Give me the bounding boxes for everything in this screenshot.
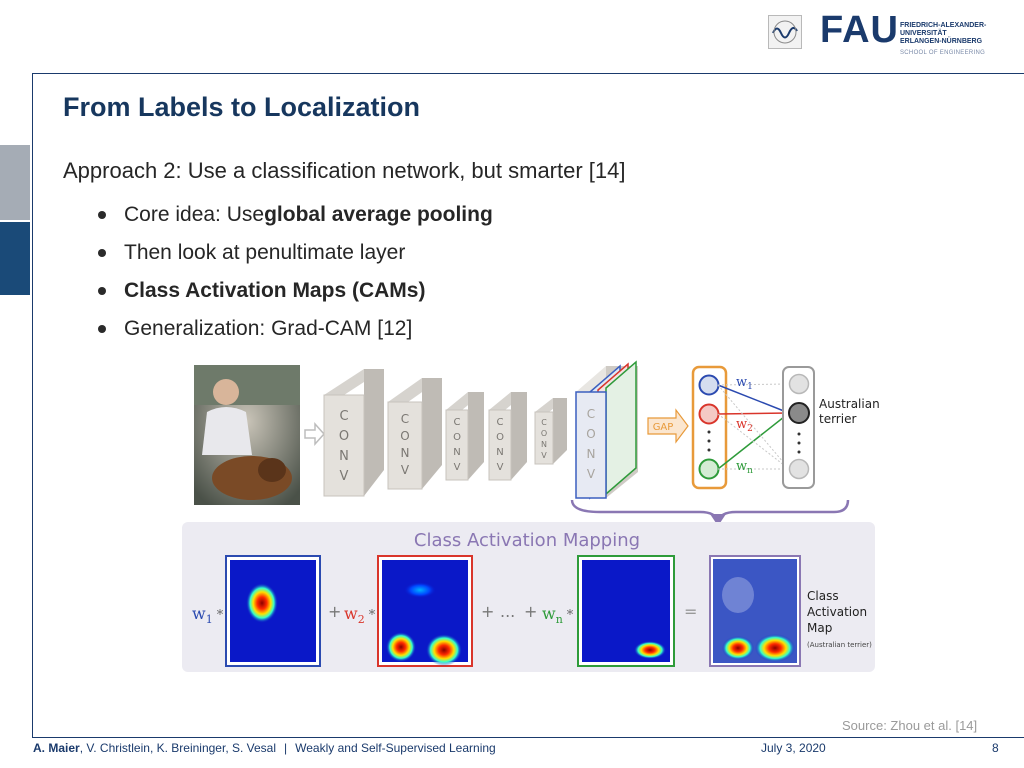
svg-text:O: O bbox=[339, 429, 349, 444]
svg-text:O: O bbox=[496, 432, 504, 443]
heatmap-1 bbox=[225, 555, 321, 667]
svg-text:V: V bbox=[541, 451, 547, 460]
conv-block-2: C O N V bbox=[387, 378, 442, 490]
approach-text: Approach 2: Use a classification network… bbox=[63, 158, 626, 183]
conv-block-3: C O N V bbox=[445, 392, 484, 481]
svg-text:N: N bbox=[587, 447, 596, 461]
footer-date: July 3, 2020 bbox=[761, 741, 826, 755]
svg-text:N: N bbox=[541, 440, 547, 449]
bullet-dot bbox=[98, 287, 106, 295]
svg-text:V: V bbox=[497, 462, 504, 473]
svg-text:O: O bbox=[541, 429, 547, 438]
frame-left-line bbox=[32, 73, 33, 738]
plus-sign: + bbox=[481, 602, 494, 621]
svg-text:V: V bbox=[587, 467, 596, 481]
arrow-icon bbox=[304, 422, 326, 446]
conv-block-5: C O N V bbox=[534, 398, 567, 465]
output-node-selected bbox=[788, 402, 810, 424]
svg-text:O: O bbox=[453, 432, 461, 443]
svg-text:C: C bbox=[454, 417, 461, 428]
source-citation: Source: Zhou et al. [14] bbox=[842, 718, 978, 733]
heatmap-n bbox=[577, 555, 675, 667]
weight-w1-label: w1 bbox=[736, 375, 753, 392]
svg-text:C: C bbox=[339, 409, 348, 424]
svg-text:V: V bbox=[401, 463, 410, 477]
cam-panel bbox=[182, 522, 875, 672]
weight-connections bbox=[717, 383, 790, 470]
cam-label: Activation bbox=[807, 605, 867, 619]
svg-text:GAP: GAP bbox=[653, 422, 674, 433]
svg-text:N: N bbox=[339, 449, 349, 464]
weight-w2-label: w2 bbox=[736, 417, 753, 434]
institute-logo bbox=[768, 15, 802, 49]
svg-text:C: C bbox=[541, 418, 547, 427]
gap-node-green bbox=[698, 458, 720, 480]
svg-text:O: O bbox=[586, 427, 595, 441]
bracket-connector bbox=[570, 499, 850, 523]
bullet-item: Then look at penultimate layer bbox=[98, 234, 493, 272]
side-accent-light bbox=[0, 145, 30, 220]
svg-text:C: C bbox=[497, 417, 504, 428]
conv-block-1: C O N V bbox=[323, 369, 384, 497]
gap-node-column bbox=[691, 365, 728, 490]
final-conv-feature-maps: C O N V bbox=[575, 360, 638, 500]
cam-term-w2: w2* bbox=[344, 604, 376, 626]
cam-result-image bbox=[709, 555, 801, 667]
conv-block-4: C O N V bbox=[488, 392, 527, 481]
bullet-item: Class Activation Maps (CAMs) bbox=[98, 272, 493, 310]
frame-top-line bbox=[32, 73, 1024, 74]
svg-text:N: N bbox=[401, 446, 410, 460]
bullet-dot bbox=[98, 249, 106, 257]
plus-sign: + bbox=[524, 602, 537, 621]
side-accent-dark bbox=[0, 222, 30, 295]
plus-sign: + bbox=[328, 602, 341, 621]
output-label-line2: terrier bbox=[819, 412, 856, 426]
cam-title: Class Activation Mapping bbox=[414, 530, 640, 551]
input-photo bbox=[194, 365, 300, 505]
svg-text:V: V bbox=[454, 462, 461, 473]
svg-text:N: N bbox=[496, 447, 503, 458]
footer-course: Weakly and Self-Supervised Learning bbox=[295, 741, 496, 755]
gap-arrow: GAP bbox=[647, 408, 689, 444]
bullet-dot bbox=[98, 325, 106, 333]
svg-text:V: V bbox=[340, 469, 349, 484]
bullet-item: Generalization: Grad-CAM [12] bbox=[98, 310, 493, 348]
bullet-dot bbox=[98, 211, 106, 219]
heatmap-2 bbox=[377, 555, 473, 667]
cam-term-w1: w1* bbox=[192, 604, 224, 626]
weight-wn-label: wn bbox=[736, 459, 753, 476]
down-arrow-icon bbox=[710, 514, 726, 526]
cam-term-wn: wn* bbox=[542, 604, 574, 626]
bullet-list: Core idea: Use global average pooling Th… bbox=[98, 196, 493, 348]
frame-bottom-line bbox=[32, 737, 1024, 738]
university-name: FRIEDRICH-ALEXANDER- UNIVERSITÄT ERLANGE… bbox=[900, 22, 987, 45]
cam-label-note: (Australian terrier) bbox=[807, 641, 872, 649]
svg-text:C: C bbox=[401, 412, 409, 426]
bullet-item: Core idea: Use global average pooling bbox=[98, 196, 493, 234]
school-name: SCHOOL OF ENGINEERING bbox=[900, 50, 986, 56]
page-number: 8 bbox=[992, 741, 999, 755]
fau-logo-word: FAU bbox=[820, 9, 899, 51]
cam-label: Class bbox=[807, 589, 839, 603]
equals-sign: = bbox=[684, 602, 697, 621]
gap-node-blue bbox=[698, 374, 720, 396]
gap-node-red bbox=[698, 403, 720, 425]
waveform-icon bbox=[772, 20, 798, 44]
ellipsis: ... bbox=[500, 602, 515, 621]
svg-text:C: C bbox=[587, 407, 595, 421]
cam-label: Map bbox=[807, 621, 832, 635]
footer-authors: A. Maier, V. Christlein, K. Breininger, … bbox=[33, 741, 496, 755]
svg-text:O: O bbox=[400, 429, 409, 443]
svg-text:N: N bbox=[453, 447, 460, 458]
slide-title: From Labels to Localization bbox=[63, 92, 421, 122]
output-node-column bbox=[782, 366, 815, 489]
output-label: Australian bbox=[819, 397, 880, 411]
